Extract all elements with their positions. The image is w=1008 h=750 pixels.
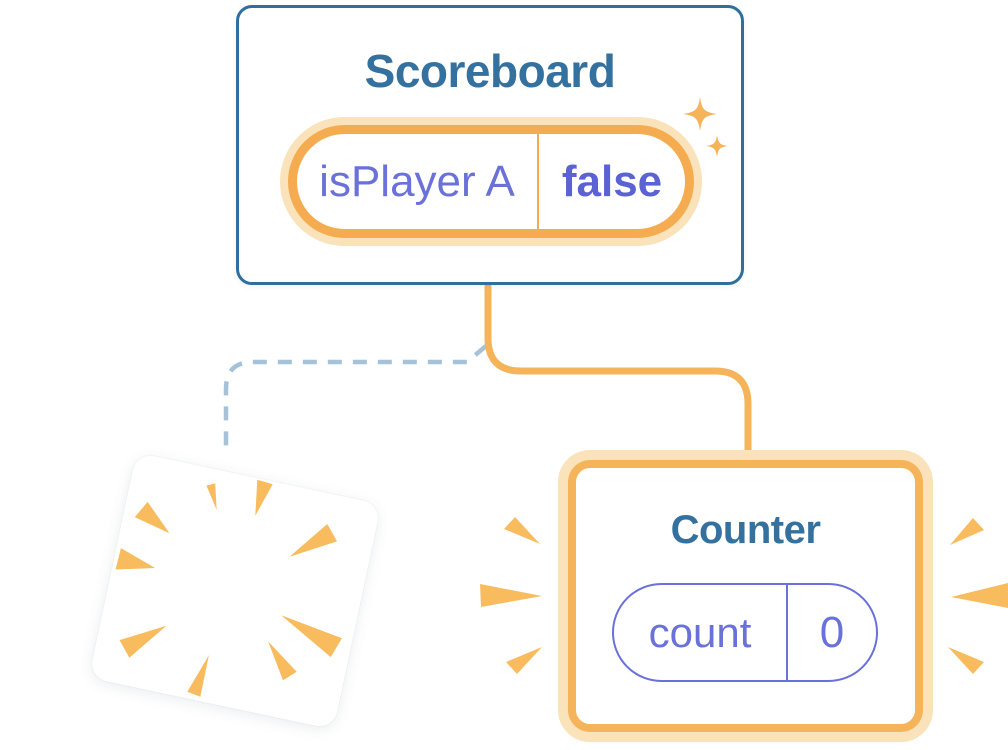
scoreboard-component-card: Scoreboard isPlayer A false: [236, 5, 744, 285]
state-value-label: false: [561, 156, 663, 206]
pill-divider: [537, 134, 539, 229]
poof-burst-icon: [115, 479, 342, 697]
scoreboard-title: Scoreboard: [364, 45, 616, 97]
pill-divider: [786, 585, 788, 680]
counter-state-pill: count 0: [612, 583, 878, 682]
scoreboard-state-pill: isPlayer A false: [288, 125, 694, 238]
state-transfer-connector-line: [484, 282, 752, 467]
removed-connection-dashed-line: [223, 344, 488, 451]
state-value-label: 0: [819, 607, 845, 657]
counter-title: Counter: [670, 508, 821, 552]
state-key-label: count: [648, 608, 752, 656]
state-key-label: isPlayer A: [319, 156, 515, 206]
counter-component-card: Counter count 0: [568, 460, 923, 732]
destroyed-component-card: [88, 452, 382, 730]
